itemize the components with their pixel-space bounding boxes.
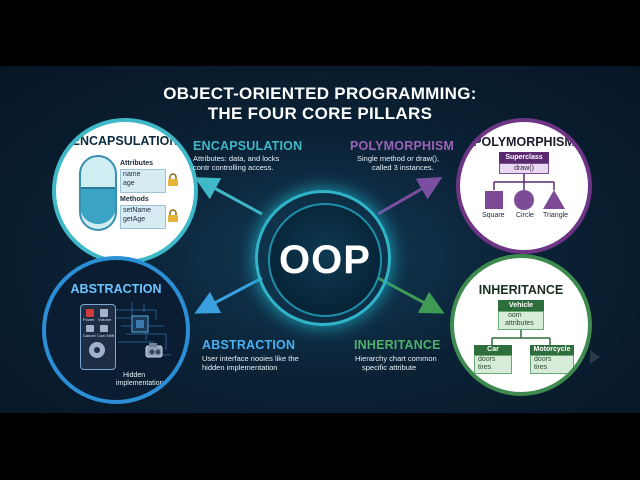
abstraction-desc-1: User interface nooies like the bbox=[202, 354, 299, 363]
lock-icon bbox=[168, 209, 178, 222]
inheritance-tree bbox=[491, 330, 551, 345]
vehicle-attr-2: attributes bbox=[505, 320, 534, 327]
abstraction-desc-2: hidden implementation bbox=[202, 363, 278, 372]
engine-icon bbox=[145, 343, 163, 358]
hidden-label-2: implementation bbox=[116, 380, 164, 387]
hidden-label-1: Hidden bbox=[123, 372, 146, 379]
encapsulation-desc-1: Attributes: data, and locks bbox=[193, 154, 280, 163]
methods-box bbox=[120, 205, 166, 229]
polymorphism-desc-2: called 3 instances. bbox=[372, 163, 434, 172]
motorcycle-box: Motorcycle bbox=[530, 345, 574, 355]
car-attr-1: doors bbox=[478, 356, 496, 363]
vehicle-attr-1: oom bbox=[508, 312, 522, 319]
motorcycle-attr-2: tires bbox=[534, 364, 548, 371]
arrow-inheritance bbox=[377, 276, 445, 314]
vehicle-box: Vehicle bbox=[498, 300, 544, 311]
car-attr-2: tires bbox=[478, 364, 492, 371]
car-attributes-box bbox=[474, 355, 512, 374]
attribute-age: age bbox=[123, 180, 135, 187]
encapsulation-badge: ENCAPSULATION Attributes name age Method… bbox=[52, 118, 198, 264]
remote-label-power: Power bbox=[83, 317, 95, 322]
abstraction-badge-title: ABSTRACTION bbox=[70, 282, 162, 296]
title-line-1: OBJECT-ORIENTED PROGRAMMING: bbox=[163, 84, 477, 103]
inheritance-badge-title: INHERITANCE bbox=[478, 283, 564, 297]
diagram-canvas: OBJECT-ORIENTED PROGRAMMING: THE FOUR CO… bbox=[0, 66, 640, 413]
attributes-box bbox=[120, 169, 166, 193]
method-getage: getAge bbox=[123, 216, 146, 223]
draw-method-box: draw() bbox=[499, 163, 549, 174]
superclass-box: Superclass bbox=[499, 152, 549, 163]
inheritance-desc-2: specific attribute bbox=[362, 363, 417, 372]
polymorphism-tree bbox=[485, 174, 565, 210]
hub-ring bbox=[255, 190, 391, 326]
vehicle-attributes-box bbox=[498, 311, 544, 330]
methods-heading: Methods bbox=[120, 196, 149, 203]
remote-buttons bbox=[86, 309, 108, 358]
arrow-abstraction bbox=[194, 276, 263, 314]
attribute-name: name bbox=[123, 171, 141, 178]
remote-label-cancel: Cancel bbox=[83, 333, 96, 338]
circle-label: Circle bbox=[516, 212, 534, 219]
encapsulation-badge-title: ENCAPSULATION bbox=[71, 134, 179, 148]
triangle-label: Triangle bbox=[543, 212, 569, 219]
method-setname: setName bbox=[123, 207, 152, 214]
oop-hub: OOP bbox=[268, 203, 382, 317]
title-line-2: THE FOUR CORE PILLARS bbox=[207, 104, 433, 123]
square-shape-icon bbox=[485, 191, 503, 209]
arrow-polymorphism bbox=[377, 177, 443, 216]
connector-arrows bbox=[194, 177, 445, 314]
motorcycle-attributes-box bbox=[530, 355, 574, 374]
car-box: Car bbox=[474, 345, 512, 355]
inheritance-desc-1: Hierarchy chart common bbox=[355, 354, 437, 363]
motorcycle-attr-1: doors bbox=[534, 356, 552, 363]
abstraction-title: ABSTRACTION bbox=[202, 338, 296, 352]
circle-shape-icon bbox=[514, 190, 534, 210]
polymorphism-badge-title: POLYMORPHISM bbox=[473, 135, 575, 149]
remote-label-volume: Volume bbox=[98, 317, 112, 322]
capsule-icon bbox=[79, 155, 117, 231]
circuit-pattern bbox=[116, 302, 171, 356]
attributes-heading: Attributes bbox=[120, 160, 154, 167]
inheritance-badge: INHERITANCE Vehicle oom attributes Car d… bbox=[450, 254, 592, 396]
hub-label: OOP bbox=[279, 237, 371, 282]
abstraction-badge: ABSTRACTION Power Volume Cancel Cow Shif… bbox=[42, 256, 190, 404]
polymorphism-title: POLYMORPHISM bbox=[350, 139, 455, 153]
arrow-encapsulation bbox=[194, 177, 263, 216]
inheritance-title: INHERITANCE bbox=[354, 338, 441, 352]
polymorphism-badge: POLYMORPHISM Superclass draw() Square Ci… bbox=[456, 118, 592, 254]
encapsulation-title: ENCAPSULATION bbox=[193, 139, 303, 153]
triangle-shape-icon bbox=[543, 190, 565, 209]
polymorphism-desc-1: Single method or draw(), bbox=[357, 154, 440, 163]
next-arrow-icon bbox=[590, 350, 600, 364]
square-label: Square bbox=[482, 212, 505, 219]
encapsulation-desc-2: contr controlling access. bbox=[193, 163, 274, 172]
lock-icon bbox=[168, 173, 178, 186]
remote-label-cowshift: Cow Shift bbox=[97, 333, 115, 338]
